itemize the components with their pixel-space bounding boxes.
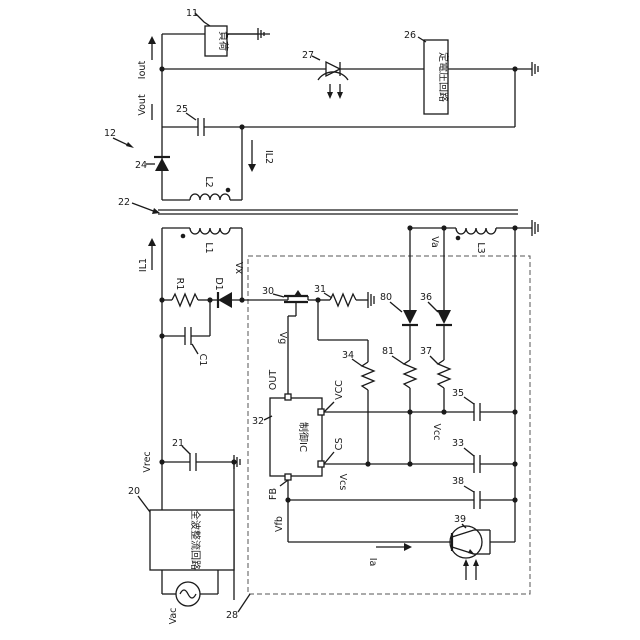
resistor-37 [438,360,450,388]
vx-label: Vx [233,262,244,274]
ref-35: 35 [452,388,464,399]
ref-37: 37 [420,346,432,357]
resistor-34 [362,362,374,390]
phototransistor-39 [450,526,482,558]
vcs-label: Vcs [337,474,348,491]
vcc-label: Vcc [431,424,442,441]
vg-label: Vg [277,332,288,345]
control-ic-32 [270,398,322,476]
resistor-r1 [172,294,198,306]
resistor-31 [330,294,356,306]
ref-26: 26 [404,30,416,41]
ref-33: 33 [452,438,464,449]
diode-24 [155,158,169,171]
va-label: Va [429,236,440,248]
ref-24: 24 [135,160,147,171]
diode-80 [403,310,417,324]
coil-l2 [190,194,230,200]
out-pin-label: OUT [268,370,279,390]
ref-30: 30 [262,286,274,297]
ref-80: 80 [380,292,392,303]
vcc-pin-label: VCC [334,380,345,400]
rect-text: 全波整流回路 [189,510,202,570]
ref-39: 39 [454,514,466,525]
ic-text: 制御IC [297,422,310,452]
diode-d1 [218,292,232,308]
c1-label: C1 [197,354,208,367]
coil-l1 [190,228,230,234]
il2-label: IL2 [263,150,274,164]
iout-label: Iout [137,61,148,80]
vout-label: Vout [137,94,148,116]
vfb-label: Vfb [274,516,285,532]
vrec-label: Vrec [142,451,153,472]
il1-label: IL1 [138,258,149,272]
fb-pin-label: FB [268,488,279,500]
ia-label: Ia [367,558,378,567]
ref-81: 81 [382,346,394,357]
d1-label: D1 [213,277,224,290]
ref-20: 20 [128,486,140,497]
cs-pin-label: CS [334,438,345,451]
l3-label: L3 [475,242,486,253]
ref-28: 28 [226,610,238,621]
ref-12: 12 [104,128,116,139]
cv-text: 定電圧回路 [437,52,450,102]
ref-21: 21 [172,438,184,449]
coil-l3 [456,228,496,234]
ref-22: 22 [118,197,130,208]
resistor-81 [404,360,416,388]
ref-36: 36 [420,292,432,303]
r1-label: R1 [174,278,185,291]
ref-32: 32 [252,416,264,427]
diode-36 [437,310,451,324]
l1-label: L1 [203,242,214,253]
led-27 [326,62,340,76]
l2-label: L2 [203,176,214,187]
ref-38: 38 [452,476,464,487]
vac-label: Vac [168,608,179,625]
